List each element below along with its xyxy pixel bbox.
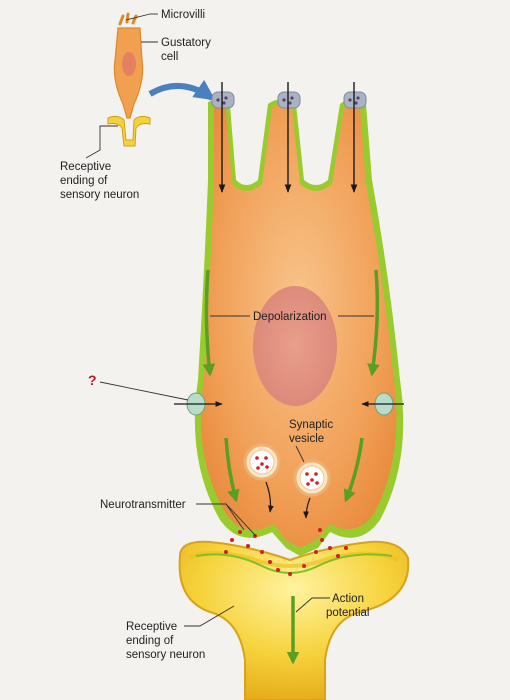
label-receptive-top-3: sensory neuron [60, 189, 139, 201]
depolarization-arrows [202, 269, 380, 665]
neurotransmitter-molecules [224, 528, 348, 576]
label-question: ? [88, 372, 97, 388]
label-action-2: potential [326, 607, 369, 619]
label-synaptic-2: vesicle [289, 433, 324, 445]
label-action-1: Action [332, 593, 364, 605]
label-depolarization: Depolarization [253, 311, 327, 323]
label-receptive-bottom-1: Receptive [126, 621, 177, 633]
microvilli-receptors [211, 91, 367, 109]
synaptic-vesicle-right [293, 459, 331, 497]
label-synaptic-1: Synaptic [289, 419, 333, 431]
label-receptive-top-1: Receptive [60, 161, 111, 173]
label-gustatory-1: Gustatory [161, 37, 211, 49]
synaptic-vesicle-left [243, 443, 281, 481]
signal-arrows-microvilli [218, 82, 358, 193]
label-receptive-bottom-3: sensory neuron [126, 649, 205, 661]
inset-gustatory-cell [107, 12, 151, 147]
nucleus [253, 286, 337, 406]
label-microvilli: Microvilli [161, 9, 205, 21]
label-receptive-bottom-2: ending of [126, 635, 174, 647]
label-receptive-top-2: ending of [60, 175, 108, 187]
label-gustatory-2: cell [161, 51, 178, 63]
label-neurotransmitter: Neurotransmitter [100, 499, 186, 511]
zoom-arrow [148, 79, 216, 101]
